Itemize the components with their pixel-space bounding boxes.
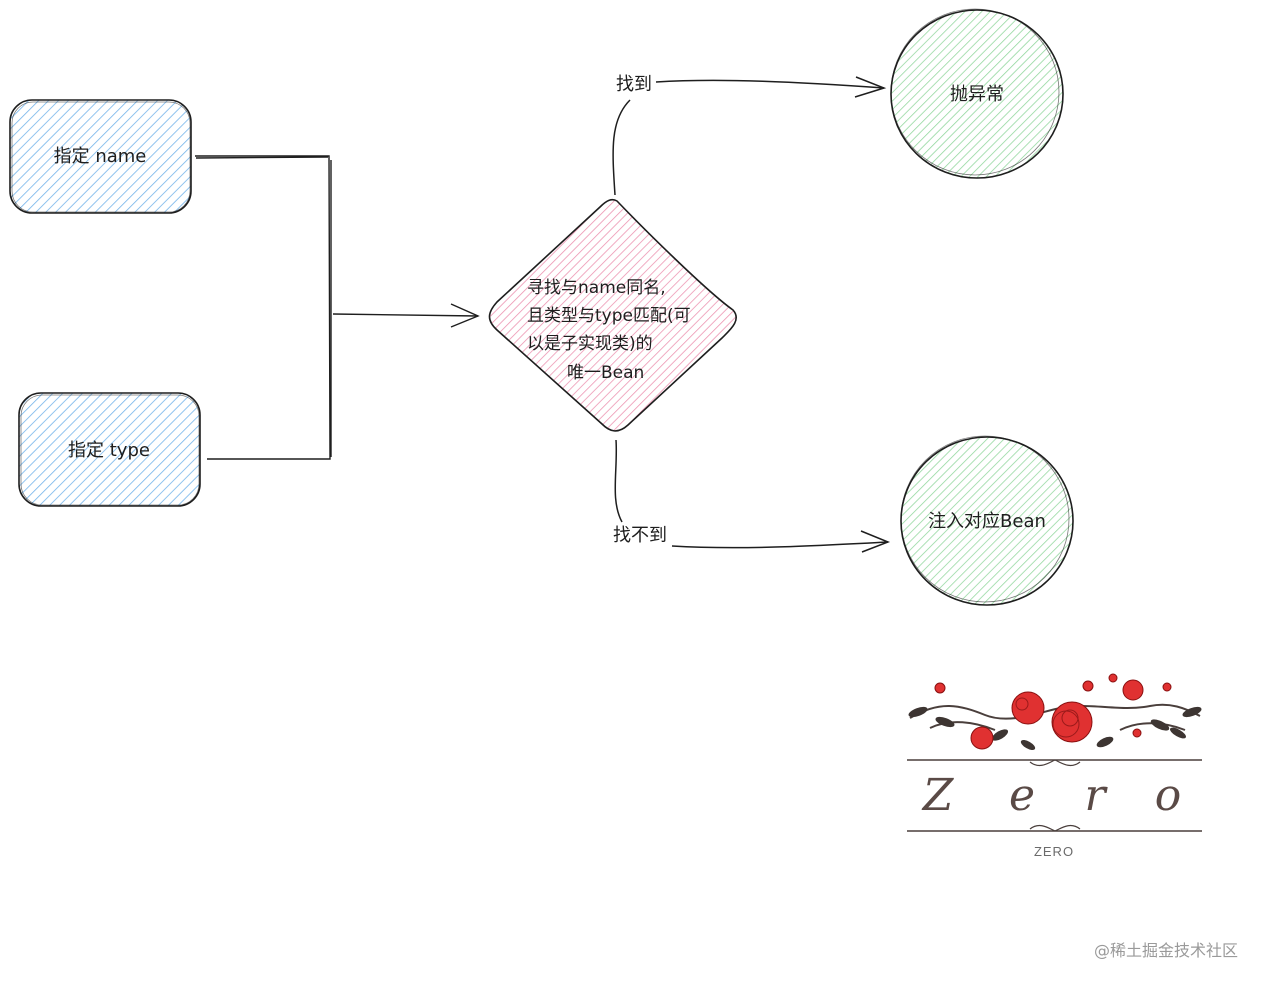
- throw-exception-label: 抛异常: [950, 84, 1004, 105]
- merge-connector: [195, 155, 480, 460]
- logo-letter-z: Z: [921, 770, 955, 821]
- throw-exception-circle: 抛异常: [890, 8, 1064, 179]
- type-box: 指定 type: [18, 392, 201, 507]
- zero-logo: Z e r o ZERO: [907, 673, 1202, 859]
- inject-bean-circle: 注入对应Bean: [900, 435, 1074, 606]
- leaf-icons: [908, 706, 1202, 751]
- found-edge: [612, 76, 887, 196]
- watermark: @稀土掘金技术社区: [1094, 941, 1238, 960]
- decision-line-1: 寻找与name同名,: [527, 278, 666, 298]
- name-box-label: 指定 name: [54, 146, 147, 167]
- decision-line-2: 且类型与type匹配(可: [527, 306, 691, 326]
- not-found-edge: [614, 439, 891, 553]
- decision-diamond: 寻找与name同名, 且类型与type匹配(可 以是子实现类)的 唯一Bean: [488, 198, 737, 432]
- decision-line-3: 以是子实现类)的: [527, 334, 653, 354]
- type-box-label: 指定 type: [68, 440, 150, 461]
- inject-bean-label: 注入对应Bean: [928, 511, 1046, 532]
- scroll-ornament: [1029, 759, 1081, 832]
- decision-line-4: 唯一Bean: [567, 363, 644, 383]
- found-label: 找到: [616, 74, 652, 95]
- rose-icons: [934, 673, 1172, 750]
- merge-arrow: [332, 313, 479, 317]
- not-found-label: 找不到: [613, 525, 667, 546]
- name-box: 指定 name: [9, 99, 192, 214]
- logo-letter-r: r: [1084, 770, 1108, 821]
- logo-letter-e: e: [1009, 770, 1035, 821]
- decision-text: 寻找与name同名, 且类型与type匹配(可 以是子实现类)的 唯一Bean: [527, 278, 696, 383]
- logo-caption: ZERO: [1034, 844, 1074, 859]
- logo-letter-o: o: [1155, 770, 1182, 821]
